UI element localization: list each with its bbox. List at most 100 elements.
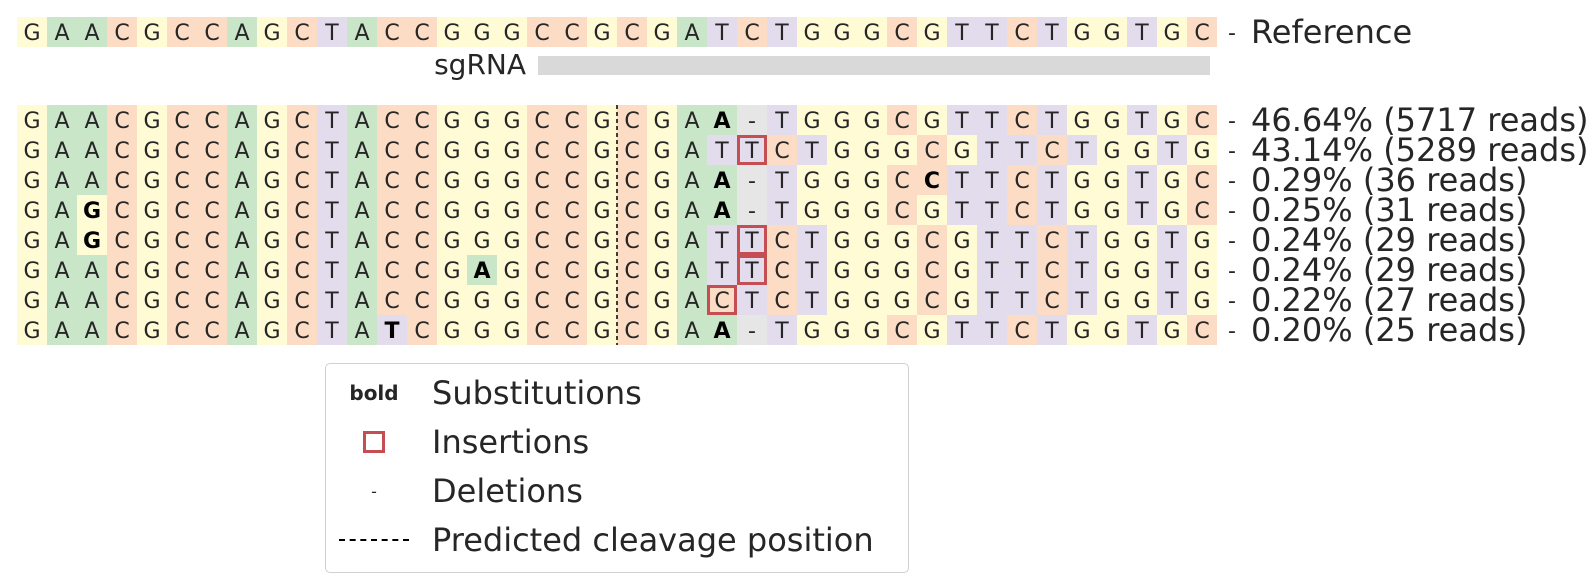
allele-cell <box>377 255 407 285</box>
allele-cell <box>977 315 1007 345</box>
allele-base: C <box>1044 289 1059 314</box>
reference-base: A <box>354 21 369 46</box>
allele-base: T <box>1044 319 1059 344</box>
allele-cell <box>317 225 347 255</box>
allele-base: G <box>143 109 160 134</box>
allele-cell <box>797 165 827 195</box>
allele-base: C <box>174 139 189 164</box>
reference-base: C <box>624 21 639 46</box>
allele-cell <box>767 255 797 285</box>
allele-base: C <box>624 259 639 284</box>
allele-cell <box>557 225 587 255</box>
allele-base: G <box>1193 259 1210 284</box>
allele-cell <box>917 285 947 315</box>
allele-base: T <box>324 139 339 164</box>
reference-base: G <box>593 21 610 46</box>
allele-cell <box>1007 165 1037 195</box>
allele-base: T <box>324 199 339 224</box>
allele-cell <box>797 195 827 225</box>
legend-insertions: Insertions <box>326 422 910 462</box>
allele-cell <box>437 285 467 315</box>
allele-cell <box>1187 135 1217 165</box>
allele-base: C <box>924 139 939 164</box>
allele-base: T <box>984 169 999 194</box>
allele-cell <box>377 315 407 345</box>
allele-cell <box>197 195 227 225</box>
allele-base: A <box>684 319 699 344</box>
reference-base: T <box>1134 21 1149 46</box>
allele-label: 43.14% (5289 reads) <box>1251 131 1589 169</box>
allele-cell <box>557 165 587 195</box>
allele-cell <box>137 195 167 225</box>
deletion-symbol: - <box>371 481 377 501</box>
allele-cell <box>167 165 197 195</box>
allele-base: T <box>954 319 969 344</box>
insertion-box <box>707 285 737 315</box>
allele-cell <box>1007 255 1037 285</box>
allele-base: - <box>1228 229 1236 254</box>
allele-base: - <box>1228 289 1236 314</box>
allele-base: G <box>1133 289 1150 314</box>
allele-base: G <box>833 109 850 134</box>
allele-cell <box>47 315 77 345</box>
reference-base: C <box>564 21 579 46</box>
allele-base: T <box>1134 169 1149 194</box>
insertion-box <box>737 255 767 285</box>
allele-cell <box>137 255 167 285</box>
allele-cell <box>887 315 917 345</box>
allele-cell <box>947 225 977 255</box>
allele-cell <box>1157 135 1187 165</box>
allele-base: G <box>863 229 880 254</box>
allele-cell <box>1067 315 1097 345</box>
allele-base: G <box>473 139 490 164</box>
allele-cell <box>1037 105 1067 135</box>
allele-base: C <box>624 109 639 134</box>
allele-cell <box>827 105 857 135</box>
allele-base: G <box>593 109 610 134</box>
allele-label: 0.20% (25 reads) <box>1251 311 1527 349</box>
allele-cell <box>1097 225 1127 255</box>
reference-cell <box>977 17 1007 47</box>
reference-cell <box>257 17 287 47</box>
allele-base: G <box>83 229 101 254</box>
allele-cell <box>1037 225 1067 255</box>
allele-base: G <box>593 169 610 194</box>
allele-base: - <box>1228 319 1236 344</box>
allele-cell <box>1127 105 1157 135</box>
allele-cell <box>797 225 827 255</box>
allele-cell <box>17 315 47 345</box>
allele-cell <box>1097 315 1127 345</box>
allele-base: G <box>833 319 850 344</box>
allele-cell <box>977 105 1007 135</box>
allele-cell <box>1187 315 1217 345</box>
allele-cell <box>1067 135 1097 165</box>
allele-cell <box>167 135 197 165</box>
reference-base: G <box>833 21 850 46</box>
allele-cell <box>137 285 167 315</box>
allele-base: T <box>324 229 339 254</box>
allele-base: T <box>774 169 789 194</box>
allele-base: A <box>684 289 699 314</box>
allele-cell <box>77 315 107 345</box>
legend-label-deletions: Deletions <box>432 472 583 510</box>
allele-cell <box>947 255 977 285</box>
allele-base: T <box>984 289 999 314</box>
allele-cell <box>527 195 557 225</box>
allele-cell <box>317 195 347 225</box>
allele-base: T <box>774 319 789 344</box>
allele-base: C <box>534 229 549 254</box>
allele-base: C <box>924 289 939 314</box>
allele-cell <box>707 285 737 315</box>
allele-cell <box>857 105 887 135</box>
allele-cell <box>1097 105 1127 135</box>
allele-base: C <box>894 109 909 134</box>
allele-cell <box>227 135 257 165</box>
reference-cell <box>527 17 557 47</box>
allele-base: G <box>263 139 280 164</box>
allele-base: C <box>1014 319 1029 344</box>
allele-base: G <box>443 199 460 224</box>
allele-cell <box>317 315 347 345</box>
allele-base: C <box>414 289 429 314</box>
allele-cell <box>977 135 1007 165</box>
allele-base: C <box>174 289 189 314</box>
